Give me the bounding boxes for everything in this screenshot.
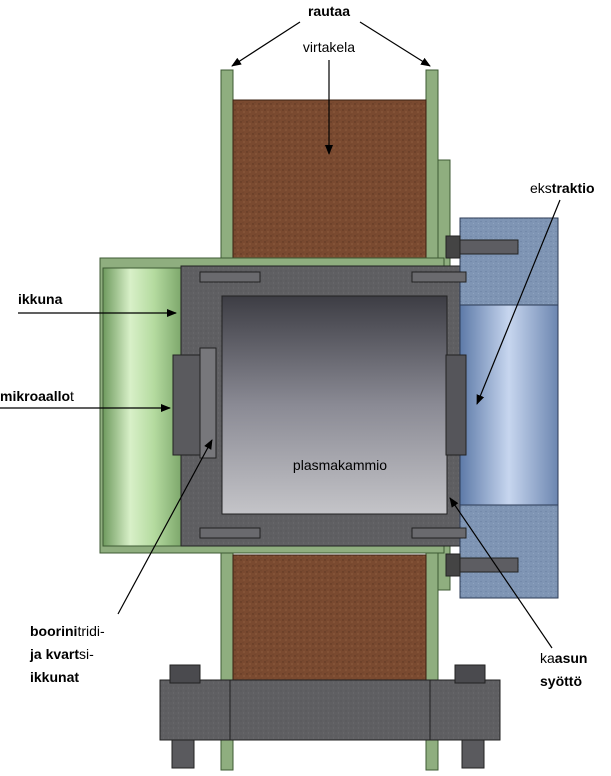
base-right — [429, 664, 501, 769]
label-boori-1b: tridi- — [77, 623, 105, 639]
base-bar — [229, 679, 431, 741]
label-rautaa: rautaa — [308, 3, 350, 19]
label-ekstraktio: ekstraktio — [530, 180, 595, 196]
inner-bolts — [199, 271, 467, 539]
arrow-kaasun — [449, 497, 553, 649]
extraction-flange — [445, 217, 559, 599]
label-boori-2b: si- — [79, 646, 94, 662]
label-virtakela: virtakela — [303, 39, 355, 55]
bolt-upper — [445, 235, 519, 259]
plasma-chamber: plasmakammio — [221, 295, 448, 515]
label-boori-1a: boorini — [30, 623, 77, 639]
pointer-arrows — [0, 21, 561, 649]
arrow-boori — [117, 439, 213, 615]
label-mikroaallot-b: t — [70, 388, 74, 404]
label-kaasun-a: ka — [540, 650, 555, 666]
label-ekstraktio-b: traktio — [552, 180, 595, 196]
arrow-ekstraktio — [476, 199, 561, 405]
label-boori-2a: ja kvart — [29, 646, 79, 662]
label-boori-2: ja kvartsi- — [29, 646, 94, 662]
label-boori-3: ikkunat — [30, 669, 79, 685]
label-kaasun: kaasun — [540, 650, 587, 666]
label-plasmakammio: plasmakammio — [293, 457, 387, 473]
label-boori-1: boorinitridi- — [30, 623, 105, 639]
label-ikkuna: ikkuna — [18, 291, 63, 307]
bolt-lower — [445, 553, 519, 577]
label-mikroaallot-a: mikroaallo — [0, 388, 70, 404]
arrow-rautaa-right — [359, 21, 431, 67]
label-syotto: syöttö — [540, 673, 582, 689]
label-ekstraktio-a: eks — [530, 180, 552, 196]
label-mikroaallot: mikroaallot — [0, 388, 74, 404]
label-kaasun-b: asun — [555, 650, 588, 666]
base-left — [159, 664, 231, 769]
arrow-rautaa-left — [231, 21, 301, 67]
